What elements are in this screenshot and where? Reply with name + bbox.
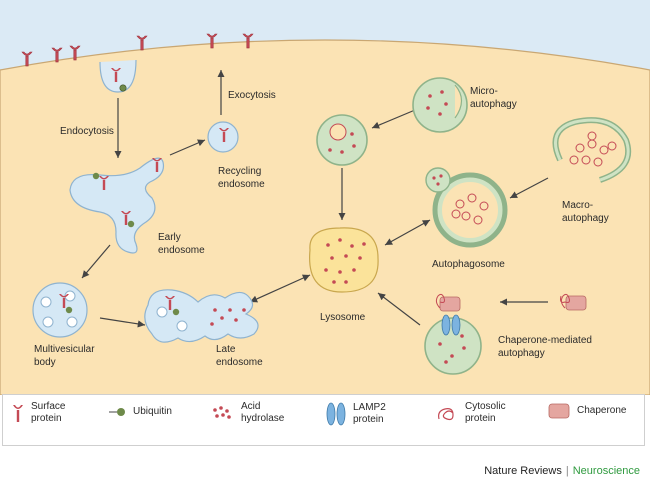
journal-name: Neuroscience bbox=[572, 465, 640, 477]
legend-label: Acid hydrolase bbox=[241, 401, 285, 424]
macroautophagy-label-2: autophagy bbox=[562, 213, 609, 224]
exocytosis-label: Exocytosis bbox=[228, 90, 276, 101]
recycling-endosome-label-2: endosome bbox=[218, 179, 265, 190]
legend-label: Cytosolic protein bbox=[465, 401, 506, 424]
macroautophagy-phagophore bbox=[552, 117, 632, 183]
legend: Surface protein Ubiquitin Acid hydrolase… bbox=[2, 394, 645, 446]
recycling-endosome-label-1: Recycling bbox=[218, 166, 261, 177]
lamp2-icon bbox=[326, 402, 346, 426]
legend-item-cytosolic-protein: Cytosolic protein bbox=[435, 401, 506, 425]
legend-label: Surface protein bbox=[31, 401, 66, 424]
legend-label: Chaperone bbox=[577, 405, 627, 416]
surface-protein-icon bbox=[69, 45, 81, 61]
cma-lysosome bbox=[424, 293, 482, 375]
surface-protein-icon bbox=[51, 47, 63, 63]
surface-protein-icon bbox=[206, 33, 218, 49]
legend-item-chaperone: Chaperone bbox=[547, 401, 626, 421]
acid-hydrolase-icon bbox=[213, 406, 231, 419]
surface-proteins bbox=[21, 33, 254, 67]
mvb-label-1: Multivesicular bbox=[34, 344, 95, 355]
macroautophagy-label-1: Macro- bbox=[562, 200, 593, 211]
late-endosome-label-1: Late bbox=[216, 344, 236, 355]
early-endosome-label-1: Early bbox=[158, 232, 181, 243]
surface-protein-icon bbox=[136, 35, 148, 51]
early-endosome bbox=[69, 157, 165, 254]
chaperone-icon bbox=[548, 403, 570, 419]
microautophagy-vesicle bbox=[412, 77, 468, 133]
cma-label-1: Chaperone-mediated bbox=[498, 335, 592, 346]
legend-item-acid-hydrolase: Acid hydrolase bbox=[211, 401, 284, 425]
early-endosome-label-2: endosome bbox=[158, 245, 205, 256]
legend-item-lamp2: LAMP2 protein bbox=[325, 401, 386, 427]
lysosome bbox=[309, 227, 379, 293]
cma-label-2: autophagy bbox=[498, 348, 545, 359]
endolysosomal-pathway-diagram: Endocytosis Exocytosis Recycling endosom… bbox=[0, 0, 650, 395]
journal-credit: Nature Reviews|Neuroscience bbox=[484, 465, 640, 477]
cma-substrate bbox=[560, 293, 587, 311]
ubiquitin-icon bbox=[109, 408, 125, 416]
autophagosome bbox=[425, 167, 508, 248]
surface-protein-icon bbox=[21, 51, 33, 67]
multivesicular-body bbox=[32, 282, 88, 338]
endocytosis-label: Endocytosis bbox=[60, 126, 114, 137]
legend-item-ubiquitin: Ubiquitin bbox=[109, 401, 172, 423]
late-endosome-label-2: endosome bbox=[216, 357, 263, 368]
lysosome-label: Lysosome bbox=[320, 312, 366, 323]
legend-label: LAMP2 protein bbox=[353, 402, 386, 425]
legend-label: Ubiquitin bbox=[133, 406, 172, 417]
publisher-name: Nature Reviews bbox=[484, 465, 562, 477]
microautophagy-label-2: autophagy bbox=[470, 99, 517, 110]
microautophagy-label-1: Micro- bbox=[470, 86, 498, 97]
legend-item-surface-protein: Surface protein bbox=[11, 401, 65, 425]
cytosolic-protein-icon bbox=[438, 408, 454, 421]
autophagosome-label: Autophagosome bbox=[432, 259, 505, 270]
recycling-endosome bbox=[207, 121, 239, 153]
endocytic-pit bbox=[99, 59, 137, 93]
late-endosome bbox=[144, 289, 259, 343]
microautophagy-lysosome bbox=[316, 114, 368, 166]
mvb-label-2: body bbox=[34, 357, 56, 368]
surface-protein-icon bbox=[13, 405, 23, 422]
surface-protein-icon bbox=[242, 33, 254, 49]
